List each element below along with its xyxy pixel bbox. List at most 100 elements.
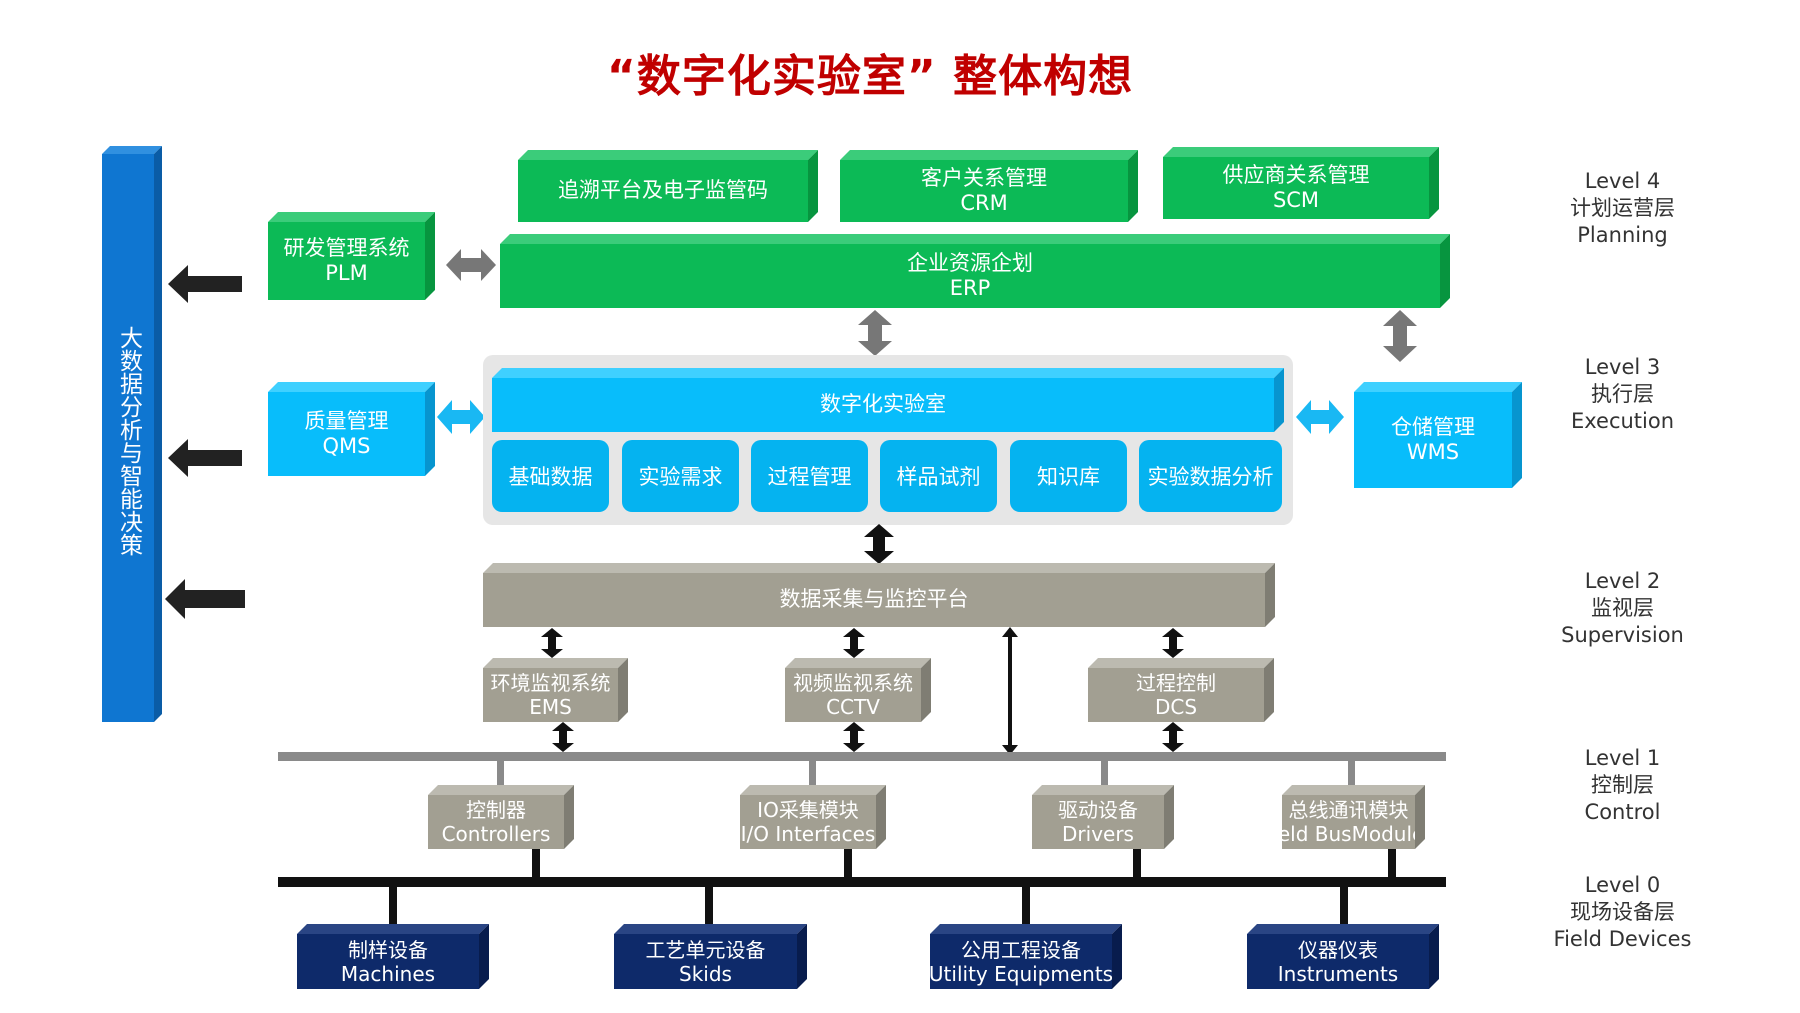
fieldbus-label-en: Field BusModules xyxy=(1282,822,1415,846)
drivers-label-en: Drivers xyxy=(1062,822,1134,846)
double-arrow-vertical-icon xyxy=(843,628,865,658)
fieldbus-label-cn: 总线通讯模块 xyxy=(1288,798,1409,822)
arrow-left-icon xyxy=(168,439,242,477)
dcs-label-cn: 过程控制 xyxy=(1136,671,1216,695)
cctv-label-en: CCTV xyxy=(826,695,880,719)
bus-tap xyxy=(532,849,540,879)
level-0-label: Level 0 现场设备层 Field Devices xyxy=(1530,872,1715,953)
level-3-label: Level 3 执行层 Execution xyxy=(1530,354,1715,435)
page-title: “数字化实验室” 整体构想 xyxy=(606,51,1134,102)
bus-tap xyxy=(1348,752,1355,788)
erp-label-cn: 企业资源企划 xyxy=(907,250,1033,275)
level-name-cn: 执行层 xyxy=(1591,382,1654,406)
ems-label-cn: 环境监视系统 xyxy=(490,671,611,695)
skids-label-en: Skids xyxy=(679,961,732,986)
bus-tap xyxy=(1340,885,1348,925)
ems-box: 环境监视系统 EMS xyxy=(483,658,628,722)
double-arrow-vertical-icon xyxy=(552,722,574,752)
cctv-label-cn: 视频监视系统 xyxy=(793,671,913,695)
level-number: Level 2 xyxy=(1584,569,1661,593)
level-number: Level 0 xyxy=(1584,873,1661,897)
double-arrow-horizontal-icon xyxy=(437,400,485,434)
io-interfaces-box: IO采集模块 I/O Interfaces xyxy=(740,785,886,849)
controllers-label-cn: 控制器 xyxy=(466,798,526,822)
io-label-cn: IO采集模块 xyxy=(757,798,859,822)
traceability-label: 追溯平台及电子监管码 xyxy=(558,178,768,203)
io-label-en: I/O Interfaces xyxy=(740,822,876,846)
wms-label-en: WMS xyxy=(1406,440,1460,464)
field-bus xyxy=(278,877,1446,887)
machines-label-en: Machines xyxy=(340,961,436,986)
utility-label-cn: 公用工程设备 xyxy=(961,937,1081,962)
level-number: Level 1 xyxy=(1584,746,1661,770)
level-name-en: Execution xyxy=(1570,409,1675,433)
dcs-box: 过程控制 DCS xyxy=(1088,658,1274,722)
big-data-analytics-bar: 大数据分析与智能决策 xyxy=(102,146,162,722)
long-double-arrow-icon xyxy=(1002,627,1018,755)
lab-module: 基础数据 xyxy=(492,440,609,512)
plm-box: 研发管理系统 PLM xyxy=(268,212,435,300)
plm-label-en: PLM xyxy=(325,261,368,285)
controllers-box: 控制器 Controllers xyxy=(428,785,574,849)
utility-label-en: Utility Equipments xyxy=(930,961,1112,986)
wms-box: 仓储管理 WMS xyxy=(1354,382,1522,488)
data-acquisition-platform: 数据采集与监控平台 xyxy=(483,563,1275,627)
arrow-left-icon xyxy=(165,579,245,619)
instruments-label-cn: 仪器仪表 xyxy=(1298,937,1378,962)
scm-box: 供应商关系管理 SCM xyxy=(1163,147,1439,219)
level-2-label: Level 2 监视层 Supervision xyxy=(1530,568,1715,649)
traceability-box: 追溯平台及电子监管码 xyxy=(518,150,818,222)
level-name-en: Supervision xyxy=(1561,623,1684,647)
double-arrow-vertical-icon xyxy=(1162,722,1184,752)
bus-tap xyxy=(497,752,504,788)
fieldbus-box: 总线通讯模块 Field BusModules xyxy=(1282,785,1425,849)
level-1-label: Level 1 控制层 Control xyxy=(1530,745,1715,826)
bus-tap xyxy=(1133,849,1141,879)
instruments-label-en: Instruments xyxy=(1277,961,1399,986)
plm-label-cn: 研发管理系统 xyxy=(283,235,410,260)
dcs-label-en: DCS xyxy=(1154,695,1198,719)
qms-box: 质量管理 QMS xyxy=(268,382,435,476)
machines-box: 制样设备 Machines xyxy=(297,924,489,989)
double-arrow-horizontal-icon xyxy=(446,249,496,281)
qms-label-en: QMS xyxy=(322,434,371,458)
double-arrow-horizontal-icon xyxy=(1296,400,1344,434)
sidebar-label: 大数据分析与智能决策 xyxy=(115,326,142,556)
level-number: Level 4 xyxy=(1584,169,1661,193)
crm-label-cn: 客户关系管理 xyxy=(921,165,1047,190)
wms-label-cn: 仓储管理 xyxy=(1391,414,1475,439)
drivers-label-cn: 驱动设备 xyxy=(1058,798,1138,822)
crm-box: 客户关系管理 CRM xyxy=(840,150,1138,222)
digital-lab-header: 数字化实验室 xyxy=(492,368,1284,432)
digital-lab-title: 数字化实验室 xyxy=(820,392,946,417)
skids-box: 工艺单元设备 Skids xyxy=(614,924,807,989)
double-arrow-vertical-icon xyxy=(858,310,892,356)
level-number: Level 3 xyxy=(1584,355,1661,379)
double-arrow-vertical-icon xyxy=(864,524,894,564)
bus-tap xyxy=(809,752,816,788)
skids-label-cn: 工艺单元设备 xyxy=(645,937,766,962)
bus-tap xyxy=(1101,752,1108,788)
level-name-en: Field Devices xyxy=(1553,927,1692,951)
lab-module: 样品试剂 xyxy=(880,440,997,512)
qms-label-cn: 质量管理 xyxy=(304,408,389,433)
double-arrow-vertical-icon xyxy=(1383,310,1417,362)
level-4-label: Level 4 计划运营层 Planning xyxy=(1530,168,1715,249)
erp-box: 企业资源企划 ERP xyxy=(500,234,1450,308)
crm-label-en: CRM xyxy=(960,191,1008,215)
ems-label-en: EMS xyxy=(529,695,572,719)
lab-module: 实验需求 xyxy=(622,440,739,512)
drivers-box: 驱动设备 Drivers xyxy=(1032,785,1174,849)
level-name-cn: 现场设备层 xyxy=(1570,900,1675,924)
bus-tap xyxy=(1388,849,1396,879)
bus-tap xyxy=(1022,885,1030,925)
utility-equipments-box: 公用工程设备 Utility Equipments xyxy=(930,924,1122,989)
scm-label-cn: 供应商关系管理 xyxy=(1222,162,1370,187)
bus-tap xyxy=(705,885,713,925)
bus-tap xyxy=(389,885,397,925)
level-name-cn: 监视层 xyxy=(1591,596,1654,620)
lab-module: 实验数据分析 xyxy=(1139,440,1282,512)
level-name-en: Planning xyxy=(1577,223,1668,247)
controllers-label-en: Controllers xyxy=(441,822,551,846)
level-name-cn: 控制层 xyxy=(1591,773,1654,797)
